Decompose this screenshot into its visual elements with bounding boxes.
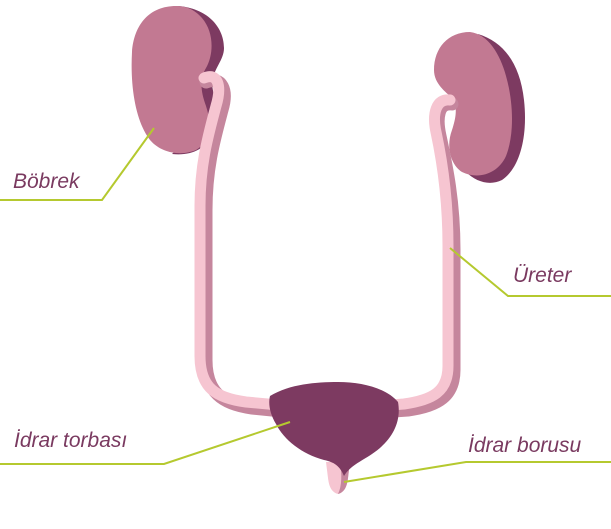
urethra-label: İdrar borusu	[468, 435, 581, 456]
right-ureter	[378, 100, 450, 406]
left-ureter	[200, 77, 290, 406]
bladder-label: İdrar torbası	[14, 430, 127, 451]
kidney-label: Böbrek	[13, 171, 80, 192]
left-ureter-shadow	[206, 81, 292, 412]
bladder-body	[269, 382, 399, 476]
bladder	[269, 382, 399, 476]
urethra-leader-line	[344, 462, 611, 482]
ureter-label: Üreter	[513, 265, 571, 286]
